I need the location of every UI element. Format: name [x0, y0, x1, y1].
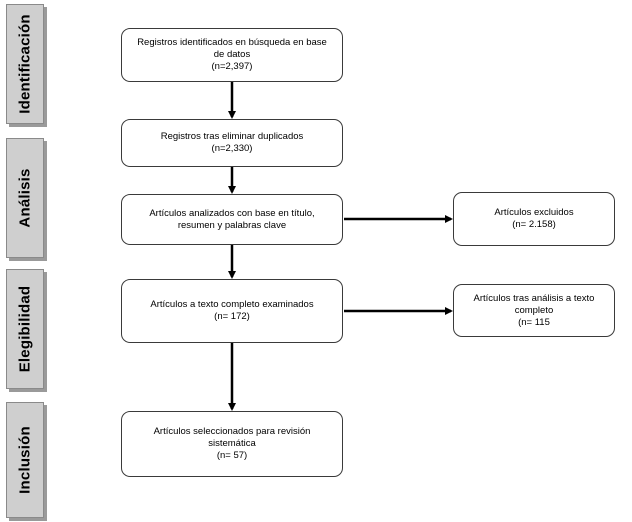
- stage-inclusion: Inclusión: [6, 402, 44, 518]
- box-registros-sin-duplicados-text: Registros tras eliminar duplicados (n=2,…: [160, 131, 304, 154]
- box-articulos-excluidos-text: Artículos excluidos (n= 2.158): [494, 207, 574, 230]
- box-seleccionados-revision-text: Artículos seleccionados para revisión si…: [153, 426, 311, 461]
- box-articulos-analizados-text: Artículos analizados con base en título,…: [149, 207, 315, 231]
- box-texto-completo-examinados-text: Artículos a texto completo examinados (n…: [150, 299, 314, 322]
- stage-elegibilidad: Elegibilidad: [6, 269, 44, 389]
- box-tras-analisis-texto-completo: Artículos tras análisis a texto completo…: [453, 284, 615, 337]
- box-articulos-excluidos: Artículos excluidos (n= 2.158): [453, 192, 615, 246]
- box-registros-sin-duplicados: Registros tras eliminar duplicados (n=2,…: [121, 119, 343, 167]
- box-seleccionados-revision: Artículos seleccionados para revisión si…: [121, 411, 343, 477]
- stage-analisis: Análisis: [6, 138, 44, 258]
- box-articulos-analizados: Artículos analizados con base en título,…: [121, 194, 343, 245]
- box-registros-identificados: Registros identificados en búsqueda en b…: [121, 28, 343, 82]
- box-texto-completo-examinados: Artículos a texto completo examinados (n…: [121, 279, 343, 343]
- box-registros-identificados-text: Registros identificados en búsqueda en b…: [137, 37, 327, 72]
- stage-identificacion: Identificación: [6, 4, 44, 124]
- box-tras-analisis-texto-completo-text: Artículos tras análisis a texto completo…: [473, 292, 595, 328]
